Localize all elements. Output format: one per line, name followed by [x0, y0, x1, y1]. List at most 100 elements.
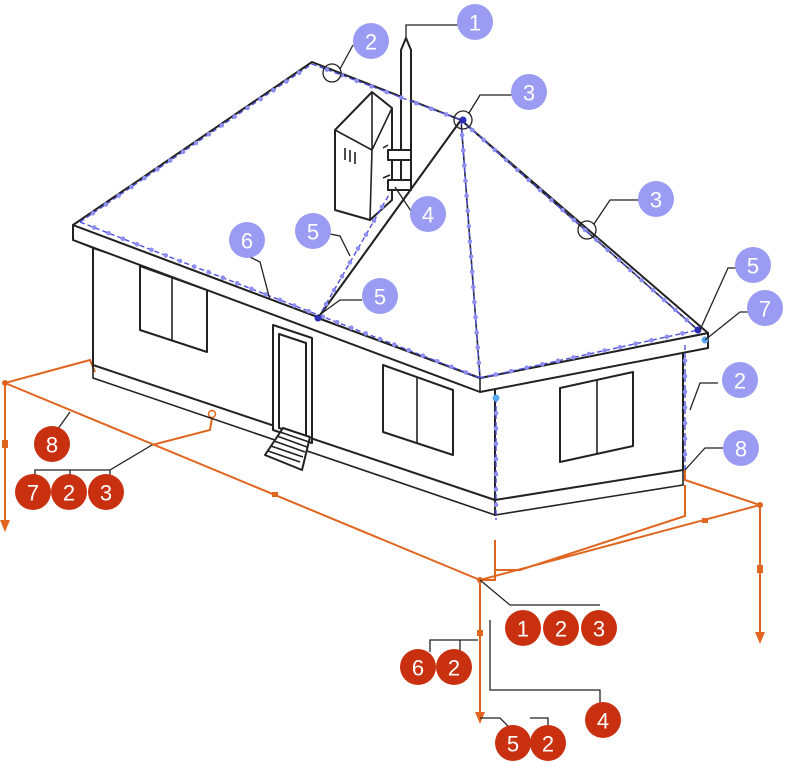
air-termination-network: [79, 63, 709, 520]
conductor-clip: [470, 284, 476, 290]
red-badge-4: 4: [585, 702, 621, 738]
ground-clamp-4: [2, 440, 8, 448]
side-window: [559, 371, 634, 463]
conductor-clip: [594, 237, 599, 243]
conductor-clip: [263, 292, 269, 297]
conductor-clip: [149, 247, 154, 253]
red-badge-circle: [51, 474, 87, 510]
conductor-clip: [306, 308, 311, 314]
red-badge-circle: [495, 725, 531, 761]
conductor-clip: [90, 210, 96, 216]
conductor-clip: [120, 236, 126, 242]
conductor-clip: [673, 307, 678, 313]
ground-rod-head-2: [2, 380, 8, 386]
conductor-clip: [627, 267, 633, 273]
down-arrow-right: [755, 632, 765, 644]
conductor-clip: [271, 88, 276, 93]
conductor-clip: [465, 208, 471, 214]
conductor-clip: [331, 287, 337, 293]
conductor-clip: [443, 112, 449, 117]
conductor-clip: [379, 204, 385, 210]
blue-badge-number: 4: [422, 203, 434, 228]
conductor-clip: [469, 269, 475, 275]
conductor-clip: [524, 365, 530, 371]
blue-badge-5: 5: [735, 247, 771, 283]
conductor-clip: [650, 287, 656, 293]
conductor-clip: [219, 123, 225, 128]
blue-badge-circle: [723, 430, 759, 466]
red-badge-circle: [585, 702, 621, 738]
blue-badge-3: 3: [511, 74, 547, 110]
blue-badge-number: 5: [747, 254, 759, 279]
conductor-clip: [548, 197, 554, 203]
blue-badge-circle: [362, 278, 398, 314]
conductor-clip: [633, 341, 639, 347]
conductor-clip: [682, 389, 688, 395]
conductor-clip: [320, 314, 326, 320]
red-badge-number: 5: [507, 732, 519, 757]
blue-badge-circle: [735, 247, 771, 283]
blue-badge-circle: [747, 290, 783, 326]
conductor-clip: [682, 420, 688, 426]
blue-badge-number: 6: [241, 229, 253, 254]
conductor-clip: [586, 351, 592, 357]
conductor-clip: [283, 79, 289, 84]
conductor-clip: [571, 217, 577, 223]
conductor-clip: [91, 225, 97, 230]
red-badge-circle: [530, 725, 566, 761]
conductor-clip: [526, 177, 532, 183]
red-badge-circle: [15, 474, 51, 510]
red-badge-2: 2: [436, 649, 472, 685]
conductor-clip: [339, 274, 345, 279]
conductor-clip: [493, 502, 499, 508]
blue-badge-circle: [457, 4, 493, 40]
front-window-left: [139, 265, 208, 353]
conductor-clip: [684, 317, 690, 323]
red-badge-circle: [505, 610, 541, 646]
conductor-clip: [475, 345, 481, 350]
ground-clamp-1: [272, 492, 278, 497]
red-badge-circle: [436, 649, 472, 685]
red-badge-number: 2: [63, 481, 75, 506]
blue-badge-number: 7: [759, 297, 771, 322]
conductor-clip: [391, 342, 397, 347]
conductor-segment-5: [317, 192, 391, 319]
red-badge-circle: [543, 610, 579, 646]
connector-node: [694, 326, 702, 334]
conductor-clip: [206, 269, 211, 275]
conductor-clip: [476, 360, 482, 366]
conductor-clip: [428, 106, 434, 112]
conductor-clip: [467, 239, 473, 244]
ground-clamp-3: [757, 565, 763, 573]
red-badge-circle: [581, 610, 617, 646]
red-badge-number: 7: [27, 481, 39, 506]
blue-badge-circle: [410, 196, 446, 232]
conductor-clip: [167, 158, 173, 163]
red-badge-3: 3: [88, 474, 124, 510]
red-badge-number: 3: [100, 481, 112, 506]
blue-badge-7: 7: [747, 290, 783, 326]
blue-badge-number: 2: [365, 30, 377, 55]
door: [272, 324, 313, 444]
red-badge-circle: [400, 649, 436, 685]
conductor-clip: [355, 246, 361, 251]
red-badge-6: 6: [400, 649, 436, 685]
ground-rod-head: [207, 409, 217, 419]
conductor-clip: [472, 299, 477, 305]
conductor-clip: [449, 364, 454, 370]
conductor-segment-4: [460, 119, 699, 331]
blue-badge-circle: [638, 181, 674, 217]
conductor-clip: [639, 277, 644, 283]
blue-badge-number: 2: [734, 369, 746, 394]
conductor-clip: [349, 325, 354, 331]
conductor-clip: [464, 193, 469, 199]
conductor-clip: [466, 223, 472, 229]
conductor-clip: [617, 344, 623, 350]
blue-badge-number: 8: [735, 437, 747, 462]
blue-badge-2: 2: [722, 362, 758, 398]
ground-loop: [0, 358, 765, 724]
conductor-clip: [682, 358, 688, 363]
conductor-clip: [245, 105, 250, 111]
blue-badge-1: 1: [457, 4, 493, 40]
blue-badge-number: 3: [650, 188, 662, 213]
